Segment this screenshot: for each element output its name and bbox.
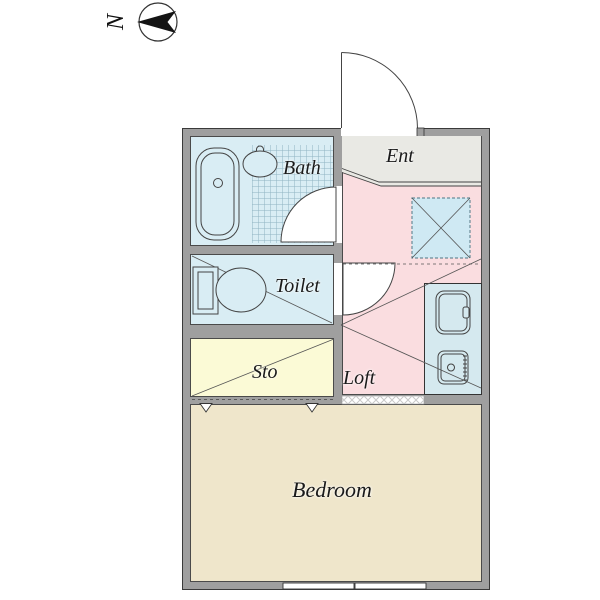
room-bedroom <box>190 404 482 582</box>
bath-label: Bath <box>283 157 321 179</box>
bath-door-opening <box>334 186 342 243</box>
entrance-label: Ent <box>386 145 414 167</box>
toilet-label: Toilet <box>275 275 320 297</box>
toilet-door-opening <box>334 263 342 315</box>
bedroom-label: Bedroom <box>292 477 372 502</box>
loft-label: Loft <box>343 367 376 389</box>
storage-label: Sto <box>252 361 278 383</box>
north-compass-icon <box>137 2 178 42</box>
entrance-door-opening <box>341 127 418 136</box>
kitchen-counter <box>424 283 482 395</box>
room-bath <box>190 136 334 246</box>
north-label: N <box>103 14 129 31</box>
